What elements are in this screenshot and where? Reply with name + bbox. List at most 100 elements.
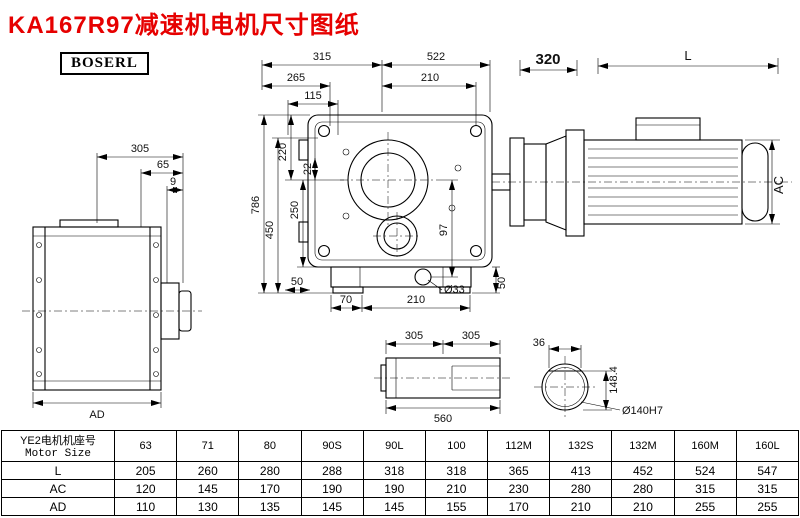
dim-315: 315 bbox=[313, 51, 331, 63]
cell: 255 bbox=[735, 497, 800, 516]
cell: 260 bbox=[176, 461, 240, 480]
cell: 315 bbox=[673, 479, 737, 498]
cell: 547 bbox=[735, 461, 800, 480]
col-header: 112M bbox=[487, 430, 551, 462]
secondary-bore-circle bbox=[373, 212, 421, 260]
col-header: 160M bbox=[673, 430, 737, 462]
cell: 205 bbox=[113, 461, 178, 480]
cell: 413 bbox=[549, 461, 613, 480]
header-en: Motor Size bbox=[24, 448, 91, 460]
cell: 288 bbox=[300, 461, 364, 480]
cell: 120 bbox=[113, 479, 178, 498]
col-header: 132M bbox=[611, 430, 675, 462]
dim-AC: AC bbox=[771, 176, 786, 194]
dim-786: 786 bbox=[250, 196, 262, 214]
table-header-row: YE2电机机座号 Motor Size 63 71 80 90S 90L 100… bbox=[1, 430, 800, 462]
table-header-motor-size: YE2电机机座号 Motor Size bbox=[1, 430, 115, 462]
cell: 130 bbox=[176, 497, 240, 516]
bottom-flange bbox=[330, 266, 472, 288]
col-header: 100 bbox=[424, 430, 489, 462]
col-header: 90S bbox=[300, 430, 364, 462]
table-row-AC: AC 120 145 170 190 190 210 230 280 280 3… bbox=[1, 479, 800, 498]
table-row-AD: AD 110 130 135 145 145 155 170 210 210 2… bbox=[1, 497, 800, 516]
shaft-body bbox=[385, 357, 501, 399]
dim-o140h7: Ø140H7 bbox=[622, 405, 663, 417]
dim-250: 250 bbox=[289, 201, 301, 219]
header-cn: YE2电机机座号 bbox=[20, 435, 96, 447]
brand-logo: BOSERL bbox=[60, 52, 149, 75]
input-bore-circle bbox=[340, 132, 436, 228]
cell: 190 bbox=[362, 479, 426, 498]
cell: 452 bbox=[611, 461, 675, 480]
cell: 318 bbox=[424, 461, 489, 480]
cell: 230 bbox=[487, 479, 551, 498]
motor-fins bbox=[588, 148, 738, 216]
dim-220: 220 bbox=[277, 143, 289, 161]
dim-305-shaft-b: 305 bbox=[462, 330, 480, 342]
col-header: 80 bbox=[238, 430, 302, 462]
page-title: KA167R97减速机电机尺寸图纸 bbox=[8, 12, 360, 39]
output-shaft-view: 305 305 560 bbox=[374, 330, 512, 425]
technical-drawing: BOSERL bbox=[0, 40, 800, 430]
dim-210-top: 210 bbox=[421, 72, 439, 84]
cell: 280 bbox=[549, 479, 613, 498]
terminal-box bbox=[635, 117, 701, 141]
dim-65: 65 bbox=[157, 159, 169, 171]
col-header: 90L bbox=[362, 430, 426, 462]
output-shaft-hole bbox=[414, 268, 432, 286]
cell: 365 bbox=[487, 461, 551, 480]
motor-assembly-view: 320 L AC bbox=[491, 48, 792, 237]
motor-size-table: YE2电机机座号 Motor Size 63 71 80 90S 90L 100… bbox=[1, 430, 800, 516]
side-view-bolt-holes bbox=[36, 242, 159, 377]
dim-AD: AD bbox=[89, 409, 104, 421]
cell: 170 bbox=[487, 497, 551, 516]
cell: 280 bbox=[238, 461, 302, 480]
dim-265: 265 bbox=[287, 72, 305, 84]
col-header: 71 bbox=[176, 430, 240, 462]
dim-320: 320 bbox=[535, 51, 560, 68]
motor-flange bbox=[565, 129, 585, 237]
cell: 315 bbox=[735, 479, 800, 498]
dim-70: 70 bbox=[340, 294, 352, 306]
dim-22: 22 bbox=[302, 163, 314, 175]
dim-o33: Ø33 bbox=[444, 284, 465, 296]
dim-450: 450 bbox=[264, 221, 276, 239]
gearbox-front-view: 315 522 265 210 115 786 450 220 bbox=[250, 51, 508, 312]
cell: 210 bbox=[611, 497, 675, 516]
dim-148-4: 148.4 bbox=[608, 366, 620, 394]
cell: 145 bbox=[362, 497, 426, 516]
col-header: 63 bbox=[113, 430, 178, 462]
dim-50-left: 50 bbox=[291, 276, 303, 288]
cell: 170 bbox=[238, 479, 302, 498]
dim-50-right: 50 bbox=[496, 277, 508, 289]
col-header: 160L bbox=[735, 430, 800, 462]
dimension-drawing-svg: 305 65 9 AD bbox=[22, 48, 792, 425]
cell: 145 bbox=[176, 479, 240, 498]
dim-L: L bbox=[684, 48, 691, 63]
fan-cover bbox=[741, 142, 769, 222]
dim-115: 115 bbox=[304, 90, 322, 102]
dim-36: 36 bbox=[533, 337, 545, 349]
dim-97: 97 bbox=[438, 224, 450, 236]
dim-9: 9 bbox=[170, 176, 176, 188]
row-label: L bbox=[1, 461, 115, 480]
table-row-L: L 205 260 280 288 318 318 365 413 452 52… bbox=[1, 461, 800, 480]
cell: 318 bbox=[362, 461, 426, 480]
dim-560: 560 bbox=[434, 413, 452, 425]
row-label: AC bbox=[1, 479, 115, 498]
shaft-end-circle bbox=[541, 363, 589, 411]
cell: 524 bbox=[673, 461, 737, 480]
cell: 135 bbox=[238, 497, 302, 516]
row-label: AD bbox=[1, 497, 115, 516]
col-header: 132S bbox=[549, 430, 613, 462]
cell: 110 bbox=[113, 497, 178, 516]
cell: 155 bbox=[424, 497, 489, 516]
shaft-end-view: 36 148.4 Ø140H7 bbox=[533, 337, 663, 418]
dim-210-bottom: 210 bbox=[407, 294, 425, 306]
dim-305-shaft-a: 305 bbox=[405, 330, 423, 342]
dim-305-side: 305 bbox=[131, 143, 149, 155]
cell: 210 bbox=[424, 479, 489, 498]
cell: 255 bbox=[673, 497, 737, 516]
cell: 280 bbox=[611, 479, 675, 498]
front-view-body bbox=[307, 114, 493, 268]
